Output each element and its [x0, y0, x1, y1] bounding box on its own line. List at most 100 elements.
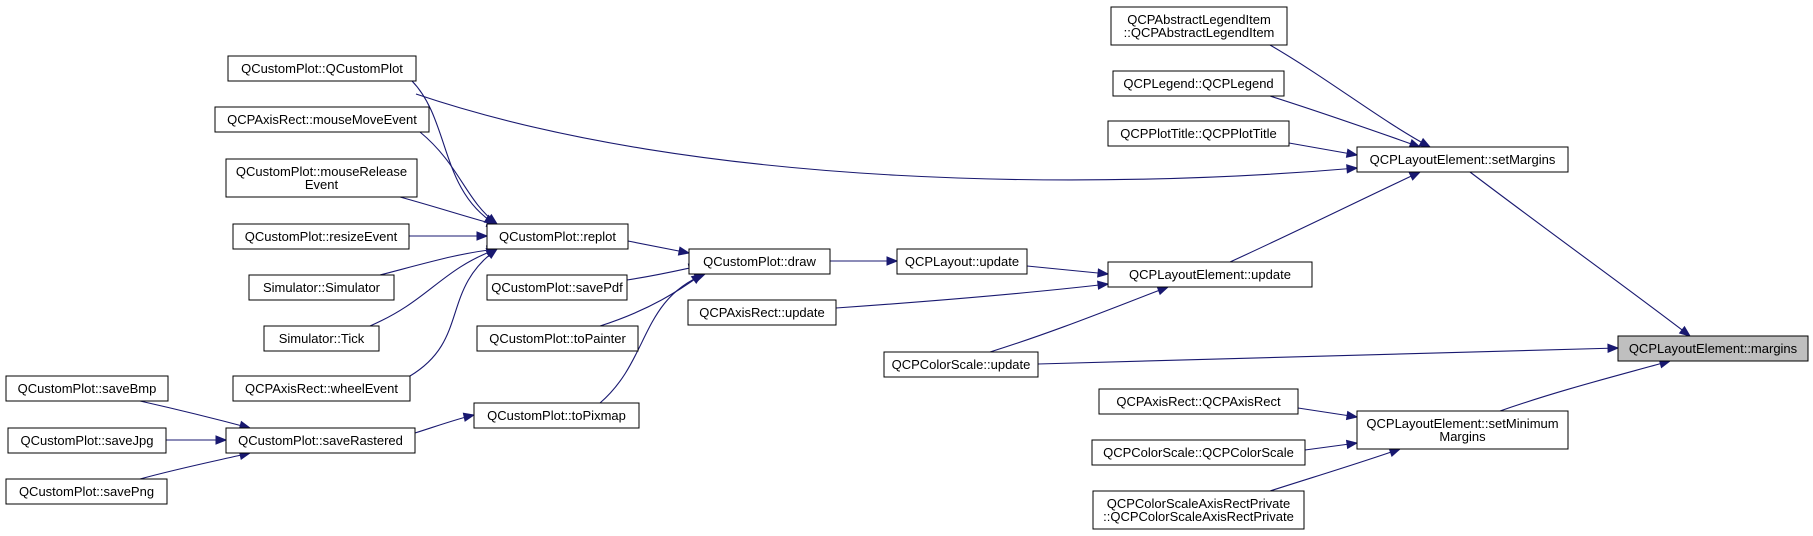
edge-line: [1229, 171, 1421, 263]
node-label: Simulator::Simulator: [263, 280, 381, 295]
edge-n_le_setmargins-to-n_le_margins: [1469, 171, 1692, 337]
node-label: QCPAxisRect::wheelEvent: [245, 381, 398, 396]
node-label: QCPAbstractLegendItem: [1127, 12, 1271, 27]
edge-n_ar_mousemove-to-n_qcp_replot: [419, 131, 499, 225]
arrowhead-icon: [215, 435, 228, 445]
node-legend-ctor[interactable]: QCPLegend::QCPLegend: [1112, 70, 1285, 97]
edge-n_le_update-to-n_le_setmargins: [1229, 171, 1422, 263]
edge-line: [1269, 448, 1401, 492]
edge-n_layout_update-to-n_le_update: [1026, 265, 1110, 278]
edge-line: [411, 80, 496, 225]
edge-n_qcp_savebmp-to-n_qcp_saveras: [139, 400, 252, 430]
node-box: [263, 325, 380, 352]
node-label: QCPLayout::update: [905, 254, 1019, 269]
edge-line: [379, 248, 498, 276]
node-cs-ctor[interactable]: QCPColorScale::QCPColorScale: [1091, 439, 1306, 466]
node-qcp-savepdf[interactable]: QCustomPlot::savePdf: [486, 274, 628, 301]
node-box: [1091, 439, 1306, 466]
node-box: [1107, 261, 1313, 288]
node-label: QCPColorScale::QCPColorScale: [1103, 445, 1294, 460]
arrowhead-icon: [1345, 148, 1359, 158]
edge-n_qcp_savepng-to-n_qcp_saveras: [139, 450, 252, 480]
node-label: QCustomPlot::saveJpg: [21, 433, 154, 448]
node-label: QCustomPlot::resizeEvent: [245, 229, 398, 244]
node-label: QCPLayoutElement::setMargins: [1370, 152, 1556, 167]
node-qcp-replot[interactable]: QCustomPlot::replot: [486, 223, 629, 250]
edges-layer: [139, 44, 1692, 492]
edge-n_le_setminmargins-to-n_le_margins: [1499, 359, 1672, 412]
node-box: [232, 375, 411, 402]
node-box: [1356, 410, 1569, 450]
node-ar-update[interactable]: QCPAxisRect::update: [687, 299, 837, 326]
node-box: [214, 106, 430, 133]
node-le-margins[interactable]: QCPLayoutElement::margins: [1617, 335, 1809, 362]
node-qcp-ctor[interactable]: QCustomPlot::QCustomPlot: [227, 55, 417, 82]
node-box: [486, 223, 629, 250]
edge-n_ar_ctor-to-n_le_setminmargins: [1297, 407, 1359, 421]
node-le-setmargins[interactable]: QCPLayoutElement::setMargins: [1356, 146, 1569, 173]
node-label: QCPLayoutElement::setMinimum: [1366, 416, 1558, 431]
node-ali-ctor[interactable]: QCPAbstractLegendItem::QCPAbstractLegend…: [1110, 6, 1288, 46]
node-label: QCustomPlot::draw: [703, 254, 816, 269]
node-box: [5, 478, 168, 505]
arrowhead-icon: [1408, 171, 1422, 181]
edge-line: [1269, 95, 1421, 148]
node-label: QCustomPlot::toPainter: [489, 331, 626, 346]
node-cs-update[interactable]: QCPColorScale::update: [883, 351, 1039, 378]
node-qcp-savejpg[interactable]: QCustomPlot::saveJpg: [7, 427, 167, 454]
node-ar-mousemove[interactable]: QCPAxisRect::mouseMoveEvent: [214, 106, 430, 133]
node-box: [687, 299, 837, 326]
edge-n_ali_ctor-to-n_le_setmargins: [1269, 44, 1432, 148]
arrowhead-icon: [1156, 286, 1170, 296]
node-sim-tick[interactable]: Simulator::Tick: [263, 325, 380, 352]
node-box: [1092, 490, 1305, 530]
edge-line: [1469, 171, 1691, 337]
node-box: [473, 402, 640, 429]
node-box: [1617, 335, 1809, 362]
node-qcp-resize[interactable]: QCustomPlot::resizeEvent: [232, 223, 410, 250]
arrowhead-icon: [1607, 343, 1620, 353]
edge-line: [1037, 347, 1619, 365]
node-qcp-topainter[interactable]: QCustomPlot::toPainter: [476, 325, 639, 352]
node-qcp-saveras[interactable]: QCustomPlot::saveRastered: [225, 427, 416, 454]
edge-n_qcp_mouserel-to-n_qcp_replot: [399, 196, 499, 227]
edge-n_sim_ctor-to-n_qcp_replot: [379, 245, 499, 276]
edge-n_qcp_replot-to-n_qcp_draw: [627, 240, 691, 256]
edge-line: [626, 265, 700, 281]
edge-line: [409, 248, 498, 377]
node-box: [232, 223, 410, 250]
node-label: Simulator::Tick: [279, 331, 365, 346]
arrowhead-icon: [462, 412, 476, 422]
arrowhead-icon: [1388, 447, 1402, 457]
edge-n_cs_ctor-to-n_le_setminmargins: [1304, 439, 1359, 451]
node-qcp-draw[interactable]: QCustomPlot::draw: [688, 248, 831, 275]
node-csarp-ctor[interactable]: QCPColorScaleAxisRectPrivate::QCPColorSc…: [1092, 490, 1305, 530]
node-label: QCustomPlot::saveRastered: [238, 433, 403, 448]
node-label: QCPAxisRect::QCPAxisRect: [1116, 394, 1281, 409]
edge-n_title_ctor-to-n_le_setmargins: [1288, 142, 1359, 158]
node-label: QCPColorScale::update: [892, 357, 1031, 372]
node-ar-ctor[interactable]: QCPAxisRect::QCPAxisRect: [1098, 388, 1299, 415]
node-title-ctor[interactable]: QCPPlotTitle::QCPPlotTitle: [1107, 120, 1290, 147]
node-label: QCustomPlot::mouseRelease: [236, 164, 407, 179]
node-qcp-savebmp[interactable]: QCustomPlot::saveBmp: [5, 375, 169, 402]
node-sim-ctor[interactable]: Simulator::Simulator: [248, 274, 395, 301]
node-label: QCPPlotTitle::QCPPlotTitle: [1120, 126, 1277, 141]
node-label: QCPLayoutElement::update: [1129, 267, 1291, 282]
arrowhead-icon: [476, 231, 489, 241]
node-layout-update[interactable]: QCPLayout::update: [896, 248, 1028, 275]
node-le-update[interactable]: QCPLayoutElement::update: [1107, 261, 1313, 288]
node-qcp-savepng[interactable]: QCustomPlot::savePng: [5, 478, 168, 505]
node-qcp-topixmap[interactable]: QCustomPlot::toPixmap: [473, 402, 640, 429]
edge-n_legend_ctor-to-n_le_setmargins: [1269, 95, 1422, 149]
edge-line: [1026, 265, 1109, 275]
node-label: QCustomPlot::savePdf: [491, 280, 623, 295]
node-label: QCPAxisRect::mouseMoveEvent: [227, 112, 417, 127]
node-label: ::QCPColorScaleAxisRectPrivate: [1103, 509, 1294, 524]
arrowhead-icon: [1097, 280, 1110, 290]
node-ar-wheel[interactable]: QCPAxisRect::wheelEvent: [232, 375, 411, 402]
edge-n_qcp_savepdf-to-n_qcp_draw: [626, 263, 701, 281]
